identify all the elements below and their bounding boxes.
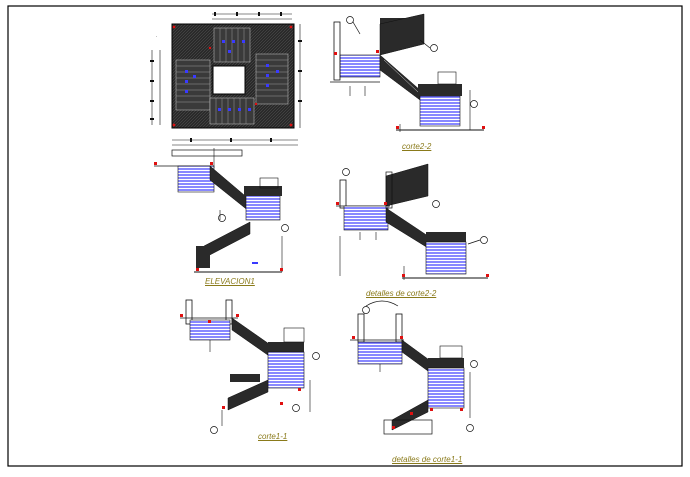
- section-detalles-corte2-2: [336, 163, 489, 280]
- plan-view: ᐧ: [150, 12, 302, 146]
- caption-detalles-corte1-1: detalles de corte1-1: [392, 455, 463, 464]
- caption-corte1-1: corte1-1: [258, 432, 288, 441]
- section-elevacion1: [154, 148, 289, 273]
- section-detalles-corte1-1: [350, 300, 478, 435]
- section-corte1-1: [180, 299, 320, 434]
- caption-detalles-corte2-2: detalles de corte2-2: [366, 289, 437, 298]
- caption-elevacion1: ELEVACION1: [205, 277, 255, 286]
- caption-corte2-2: corte2-2: [402, 142, 432, 151]
- svg-text:ᐧ: ᐧ: [156, 34, 157, 40]
- sheet-border: [7, 5, 683, 467]
- section-corte2-2: [330, 13, 485, 132]
